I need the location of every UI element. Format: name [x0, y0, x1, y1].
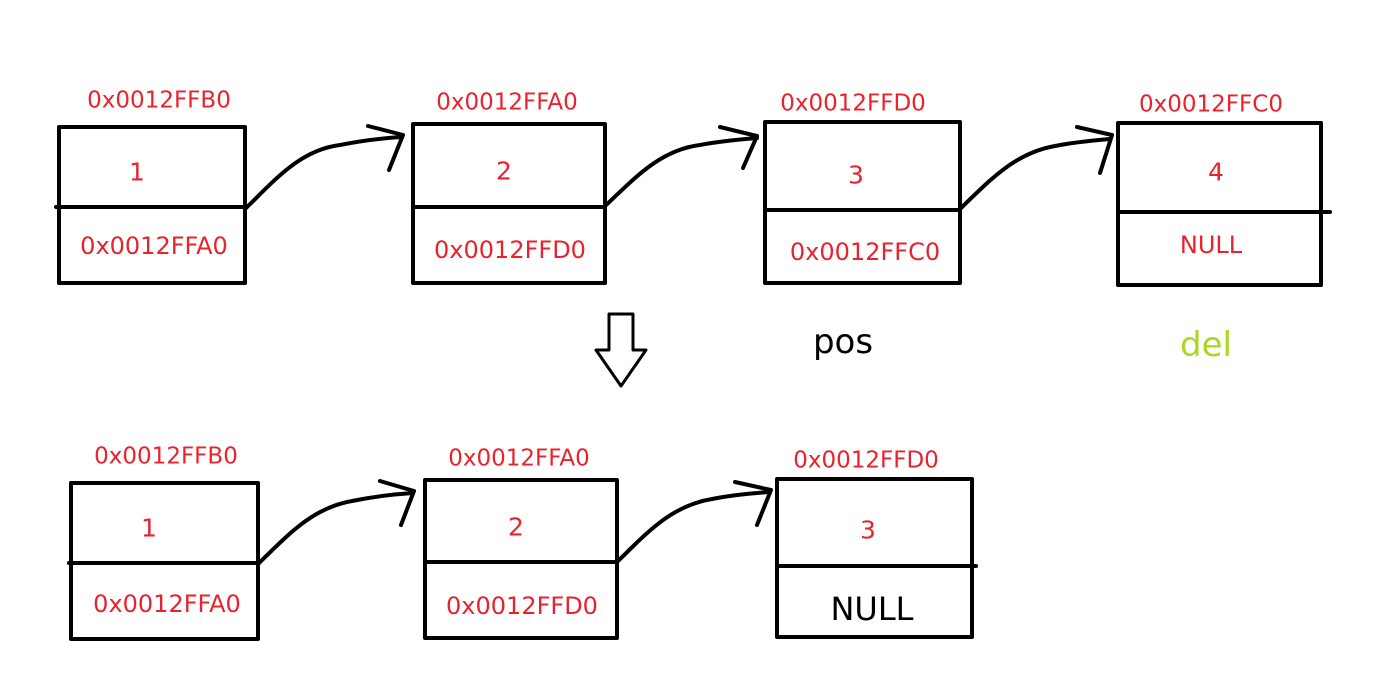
- pointer-arrow: [959, 137, 1112, 210]
- node-next-label: NULL: [830, 590, 914, 628]
- pointer-arrow: [603, 136, 759, 208]
- node-value-label: 2: [508, 512, 524, 542]
- node-address-label: 0x0012FFB0: [94, 443, 238, 470]
- node-address-label: 0x0012FFC0: [1139, 91, 1283, 118]
- arrow-head: [366, 124, 405, 172]
- node-box: [423, 478, 619, 640]
- node-address-label: 0x0012FFD0: [793, 447, 939, 474]
- arrow-head: [718, 125, 759, 170]
- node-value-label: 1: [129, 157, 145, 187]
- node-box: [763, 120, 962, 285]
- node-value-label: 2: [496, 156, 512, 186]
- node-address-label: 0x0012FFB0: [87, 87, 231, 114]
- arrow-head: [378, 479, 416, 527]
- pointer-arrow: [615, 490, 772, 564]
- node-value-label: 1: [141, 513, 157, 543]
- node-address-label: 0x0012FFA0: [448, 445, 590, 472]
- down-arrow-icon: [594, 312, 648, 388]
- node-next-label: 0x0012FFD0: [446, 592, 598, 620]
- node-value-label: 3: [860, 515, 876, 545]
- node-next-label: 0x0012FFD0: [434, 236, 586, 264]
- node-box: [1116, 121, 1323, 287]
- pos-label: pos: [812, 322, 874, 362]
- arrow-head: [733, 480, 773, 527]
- node-next-label: 0x0012FFC0: [789, 238, 941, 266]
- node-next-label: 0x0012FFA0: [93, 590, 241, 618]
- node-address-label: 0x0012FFD0: [780, 90, 926, 117]
- del-label: del: [1180, 325, 1232, 365]
- pointer-arrow: [244, 135, 403, 210]
- node-next-label: NULL: [1179, 231, 1243, 259]
- node-next-label: 0x0012FFA0: [80, 232, 228, 260]
- node-address-label: 0x0012FFA0: [436, 89, 578, 116]
- node-value-label: 3: [848, 160, 864, 190]
- arrow-head: [1075, 125, 1114, 175]
- node-value-label: 4: [1208, 157, 1224, 187]
- node-box: [775, 477, 974, 639]
- pointer-arrow: [256, 491, 415, 566]
